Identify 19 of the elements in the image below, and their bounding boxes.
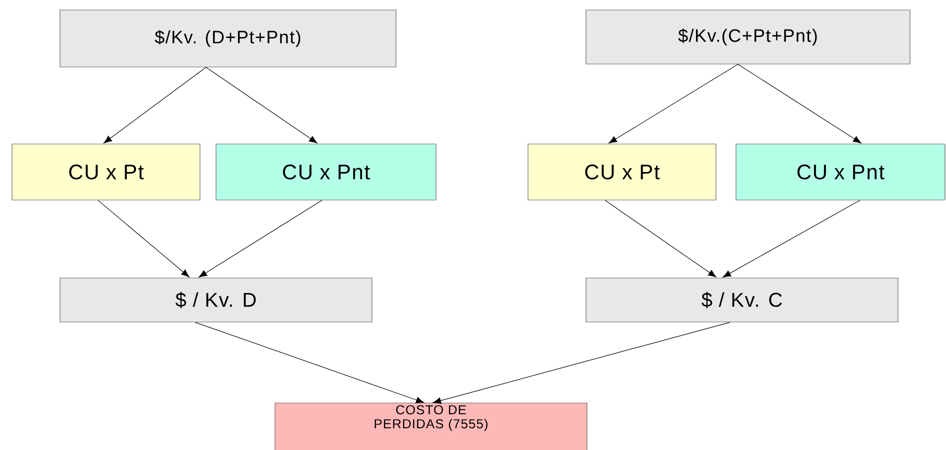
arrow bbox=[98, 200, 190, 278]
arrow bbox=[604, 200, 716, 278]
summary-box: $/Kv.(C+Pt+Pnt) bbox=[586, 10, 910, 64]
arrow bbox=[194, 322, 424, 404]
total-box: COSTO DE PERDIDAS (7555) bbox=[274, 402, 588, 450]
arrow bbox=[198, 200, 322, 278]
arrow bbox=[206, 67, 318, 144]
factor-box: CU x Pt bbox=[12, 144, 200, 200]
result-box: $ / Kv. C bbox=[586, 278, 898, 322]
factor-box: CU x Pnt bbox=[736, 144, 946, 200]
summary-box: $/Kv. (D+Pt+Pnt) bbox=[60, 10, 396, 68]
arrow bbox=[738, 64, 862, 144]
arrow bbox=[722, 200, 860, 278]
arrow bbox=[432, 322, 730, 404]
arrow bbox=[608, 64, 738, 144]
factor-box: CU x Pt bbox=[528, 144, 716, 200]
factor-box: CU x Pnt bbox=[216, 144, 436, 200]
arrow bbox=[104, 67, 206, 144]
result-box: $ / Kv. D bbox=[60, 278, 372, 322]
